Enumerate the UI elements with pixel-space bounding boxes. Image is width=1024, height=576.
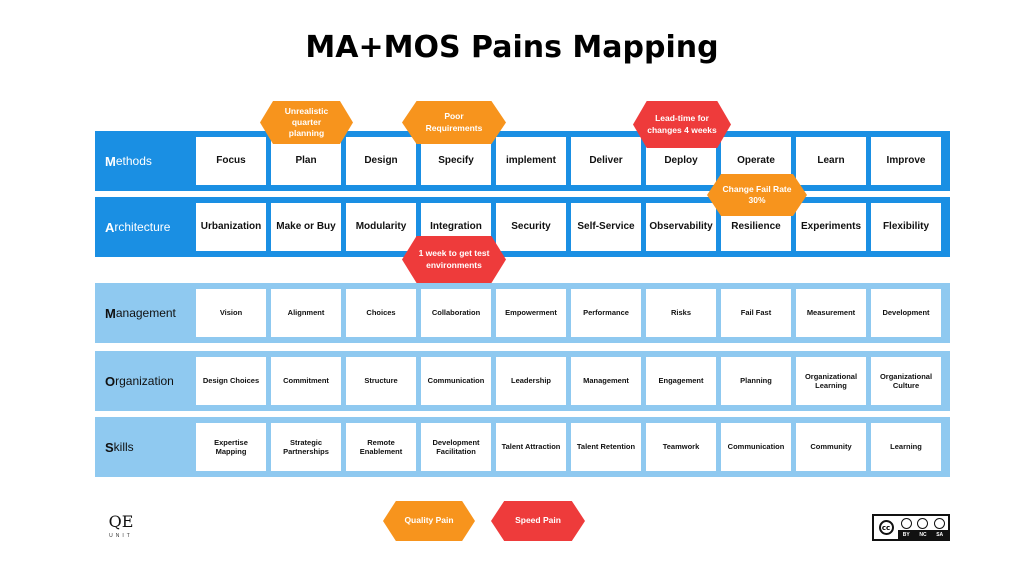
capability-cell: Learn [796, 137, 866, 185]
capability-cell: Choices [346, 289, 416, 337]
capability-cell: Engagement [646, 357, 716, 405]
capability-cell: Teamwork [646, 423, 716, 471]
row-label-rest: rganization [115, 374, 174, 388]
capability-cell: Collaboration [421, 289, 491, 337]
license-term: NC [919, 531, 927, 538]
capability-cell: Community [796, 423, 866, 471]
capability-cell: Expertise Mapping [196, 423, 266, 471]
pain-marker: Poor Requirements [402, 101, 506, 144]
capability-cell: Urbanization [196, 203, 266, 251]
capability-cell: Communication [721, 423, 791, 471]
capability-cell: Development [871, 289, 941, 337]
pain-marker: Unrealistic quarter planning [260, 101, 353, 144]
row-label-initial: O [105, 373, 116, 389]
capability-cell: Design Choices [196, 357, 266, 405]
capability-cell: Observability [646, 203, 716, 251]
row-label-rest: kills [113, 440, 134, 454]
pain-marker: 1 week to get test environments [402, 236, 506, 283]
capability-cell: Development Facilitation [421, 423, 491, 471]
capability-cell: Plan [271, 137, 341, 185]
capability-cell: Experiments [796, 203, 866, 251]
capability-cell: Specify [421, 137, 491, 185]
capability-cell: Talent Attraction [496, 423, 566, 471]
legend-pain-type: Speed Pain [491, 501, 585, 541]
row-label-initial: A [105, 219, 115, 235]
capability-cell: Communication [421, 357, 491, 405]
capability-cell: Design [346, 137, 416, 185]
cc-license-badge: cc BY NC SA [872, 514, 950, 541]
capability-cell: Management [571, 357, 641, 405]
row-label-initial: M [105, 153, 116, 169]
nc-icon [917, 517, 929, 529]
capability-cell: Improve [871, 137, 941, 185]
qe-unit-logo: QE UNIT [101, 512, 141, 539]
capability-cell: Learning [871, 423, 941, 471]
capability-cell: Commitment [271, 357, 341, 405]
capability-cell: Structure [346, 357, 416, 405]
capability-cell: Fail Fast [721, 289, 791, 337]
row-label-rest: rchitecture [114, 220, 171, 234]
capability-cell: Organizational Culture [871, 357, 941, 405]
capability-cell: Performance [571, 289, 641, 337]
legend-pain-type: Quality Pain [383, 501, 475, 541]
capability-cell: Flexibility [871, 203, 941, 251]
row-label-initial: M [105, 305, 116, 321]
pain-marker: Change Fail Rate 30% [707, 174, 807, 216]
capability-cell: Empowerment [496, 289, 566, 337]
row-label-rest: ethods [115, 154, 152, 168]
page-title: MA+MOS Pains Mapping [305, 30, 719, 65]
capability-cell: Remote Enablement [346, 423, 416, 471]
capability-cell: Vision [196, 289, 266, 337]
capability-cell: Focus [196, 137, 266, 185]
logo-mark: QE [108, 512, 134, 531]
capability-cell: Leadership [496, 357, 566, 405]
capability-cell: Self-Service [571, 203, 641, 251]
capability-cell: Deliver [571, 137, 641, 185]
row-label-rest: anagement [115, 306, 176, 320]
capability-cell: implement [496, 137, 566, 185]
row-label-initial: S [105, 439, 114, 455]
capability-cell: Modularity [346, 203, 416, 251]
capability-cell: Make or Buy [271, 203, 341, 251]
capability-cell: Organizational Learning [796, 357, 866, 405]
capability-cell: Measurement [796, 289, 866, 337]
capability-cell: Risks [646, 289, 716, 337]
capability-cell: Alignment [271, 289, 341, 337]
capability-cell: Security [496, 203, 566, 251]
license-term: SA [936, 531, 944, 538]
capability-cell: Planning [721, 357, 791, 405]
cc-icon: cc [878, 520, 894, 535]
capability-cell: Strategic Partnerships [271, 423, 341, 471]
by-icon [900, 517, 912, 529]
capability-cell: Talent Retention [571, 423, 641, 471]
sa-icon [934, 517, 946, 529]
pain-marker: Lead-time for changes 4 weeks [633, 101, 731, 148]
logo-subtitle: UNIT [109, 533, 133, 539]
license-term: BY [902, 531, 910, 538]
